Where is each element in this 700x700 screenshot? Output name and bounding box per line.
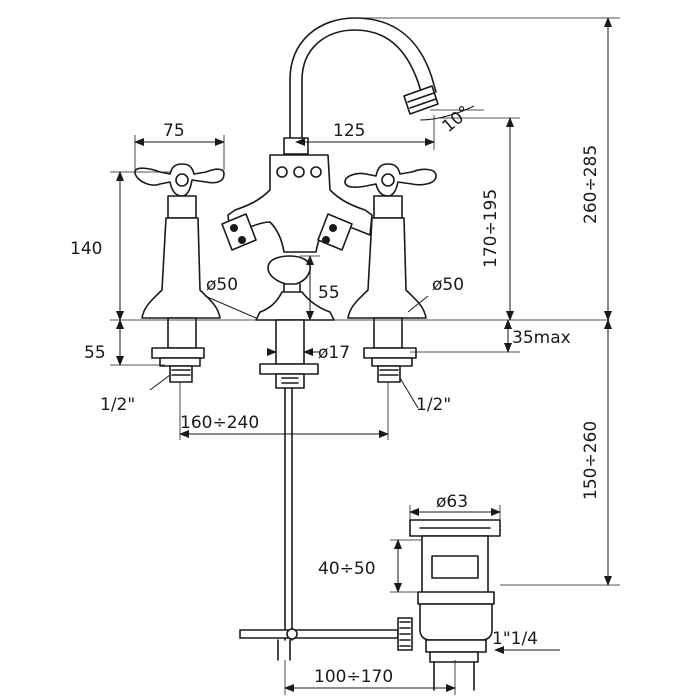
dim-spout-height: 170÷195 [481,189,501,268]
spout-collar [283,137,309,155]
dim-deck-thickness: 35max [512,328,571,348]
waste-assembly [409,519,501,691]
right-tap-body [347,217,427,319]
left-tap-body [141,217,221,319]
dim-spout-reach: 125 [333,121,365,141]
dim-waste-body: 40÷50 [318,559,376,579]
dimension-labels: 75 125 10° 140 170÷195 260÷285 ø50 55 ø5… [70,102,601,687]
popup-rod [239,387,413,661]
dim-center-base-height: 55 [318,283,340,303]
dim-body-height: 140 [70,239,102,259]
center-shank [275,319,305,365]
dim-waste-diameter: ø63 [436,492,468,512]
dim-thread-right: 1/2" [416,395,451,415]
right-bridge-link [317,213,353,251]
dim-tap-centers: 160÷240 [180,413,259,433]
popup-knob [267,255,311,285]
dim-center-base-diameter: ø50 [206,275,238,295]
left-tap [134,163,225,383]
dimension-lines [110,17,620,695]
dim-total-height: 260÷285 [581,145,601,224]
horizontal-rod [239,629,399,639]
dim-handle-width: 75 [163,121,185,141]
dim-shank-diameter: ø17 [318,343,350,363]
dim-spout-angle: 10° [439,102,475,137]
dim-right-base-diameter: ø50 [432,275,464,295]
dim-waste-outlet: 1"1/4 [492,629,538,649]
left-bridge-link [221,213,257,251]
dim-waste-depth: 150÷260 [581,421,601,500]
dim-rod-reach: 100÷170 [314,667,393,687]
right-tap [344,163,437,383]
dim-thread-left: 1/2" [100,395,135,415]
dim-shank-length: 55 [84,343,106,363]
